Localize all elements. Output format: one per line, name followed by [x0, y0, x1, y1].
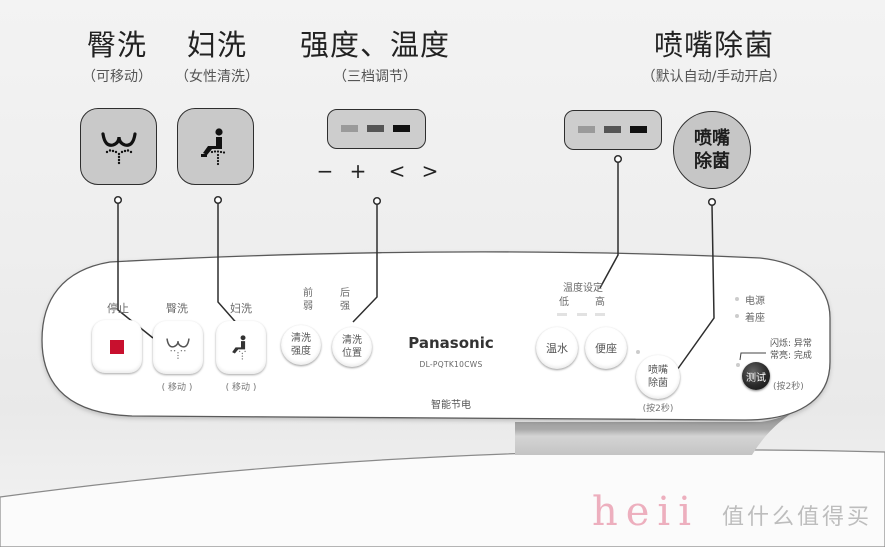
plus-symbol: +	[349, 159, 367, 183]
temperature-level-display	[564, 110, 662, 150]
level-segment-1	[341, 125, 358, 132]
subheading-feminine-wash: （女性清洗）	[175, 69, 259, 85]
stop-icon	[110, 339, 124, 354]
seated-indicator-label: 着座	[745, 313, 765, 324]
rear-label: 后	[340, 288, 350, 299]
watermark-overlay: heii	[592, 489, 700, 535]
feminine-wash-button[interactable]	[216, 321, 266, 374]
front-label: 前	[303, 288, 313, 299]
level-segment-2	[367, 125, 384, 132]
level-segment-2	[604, 126, 621, 133]
test-button-label: 测试	[746, 372, 766, 384]
subheading-rear-wash: （可移动）	[82, 69, 152, 85]
seat-temp-button[interactable]: 便座	[585, 327, 627, 369]
nozzle-clean-line2: 除菌	[648, 378, 668, 389]
feminine-wash-label: 妇洗	[230, 302, 252, 315]
wash-strength-button[interactable]: 清洗 强度	[281, 325, 321, 365]
callout-feminine-wash	[177, 108, 254, 185]
test-note: (按2秒)	[773, 382, 804, 392]
model-number: DL-PQTK10CWS	[419, 360, 483, 369]
test-legend-steady: 常亮: 完成	[770, 351, 812, 361]
power-indicator-label: 电源	[745, 296, 765, 307]
heading-feminine-wash: 妇洗	[186, 28, 248, 62]
test-legend-blink: 闪烁: 异常	[770, 339, 812, 349]
nozzle-clean-button[interactable]: 喷嘴 除菌	[636, 355, 680, 399]
test-button[interactable]: 测试	[742, 362, 770, 390]
temp-setting-label: 温度设定	[563, 283, 603, 294]
heading-strength-temp: 强度、温度	[299, 28, 451, 62]
brand-logo: Panasonic	[408, 334, 494, 352]
rear-wash-note: ( 移动 )	[161, 383, 193, 393]
wash-position-button[interactable]: 清洗 位置	[332, 327, 372, 367]
nozzle-clean-note: (按2秒)	[642, 404, 674, 414]
temp-low-label: 低	[559, 297, 569, 308]
test-indicator-light	[736, 363, 740, 367]
seated-indicator-light	[735, 314, 739, 318]
wash-position-line2: 位置	[342, 348, 362, 359]
rear-wash-icon	[100, 131, 137, 164]
stop-label: 停止	[107, 302, 129, 315]
strength-level-display	[327, 109, 426, 149]
seat-temp-label: 便座	[595, 341, 617, 355]
eco-label: 智能节电	[431, 400, 471, 411]
callout-nozzle-clean: 喷嘴 除菌	[673, 111, 751, 189]
watermark-text: 值什么值得买	[722, 505, 873, 530]
subheading-nozzle-clean: （默认自动/手动开启）	[641, 69, 787, 85]
heading-rear-wash: 臀洗	[86, 28, 148, 62]
rear-wash-icon	[166, 337, 190, 359]
indicator-dot	[636, 350, 640, 354]
level-segment-3	[630, 126, 647, 133]
test-legend-bracket	[739, 352, 766, 361]
rear-wash-button[interactable]	[153, 321, 203, 374]
stop-button[interactable]	[92, 320, 142, 373]
wash-strength-line2: 强度	[291, 346, 311, 357]
power-indicator-light	[735, 297, 739, 301]
feminine-wash-icon	[200, 127, 225, 165]
heading-nozzle-clean: 喷嘴除菌	[653, 28, 775, 62]
level-segment-1	[578, 126, 595, 133]
right-chevron-symbol: >	[421, 159, 439, 183]
left-chevron-symbol: <	[388, 159, 406, 183]
nozzle-callout-line1: 喷嘴	[694, 128, 730, 149]
warm-water-label: 温水	[546, 341, 568, 355]
nozzle-clean-line1: 喷嘴	[648, 365, 668, 376]
temp-high-label: 高	[595, 297, 605, 308]
temp-indicator-2	[577, 313, 587, 316]
warm-water-button[interactable]: 温水	[536, 327, 578, 369]
wash-position-line1: 清洗	[342, 335, 362, 346]
temp-indicator-1	[557, 313, 567, 316]
feminine-wash-note: ( 移动 )	[225, 383, 257, 393]
toilet-lid	[0, 449, 885, 547]
callout-rear-wash	[80, 108, 157, 185]
level-segment-3	[393, 125, 410, 132]
feminine-wash-icon	[232, 334, 246, 360]
strong-label: 强	[340, 301, 350, 312]
minus-symbol: −	[316, 159, 334, 183]
rear-wash-label: 臀洗	[166, 302, 188, 315]
nozzle-callout-line2: 除菌	[694, 151, 730, 172]
weak-label: 弱	[303, 301, 313, 312]
wash-strength-line1: 清洗	[291, 333, 311, 344]
hinge-strip	[515, 408, 800, 455]
subheading-strength-temp: （三档调节）	[333, 69, 417, 85]
temp-indicator-3	[595, 313, 605, 316]
